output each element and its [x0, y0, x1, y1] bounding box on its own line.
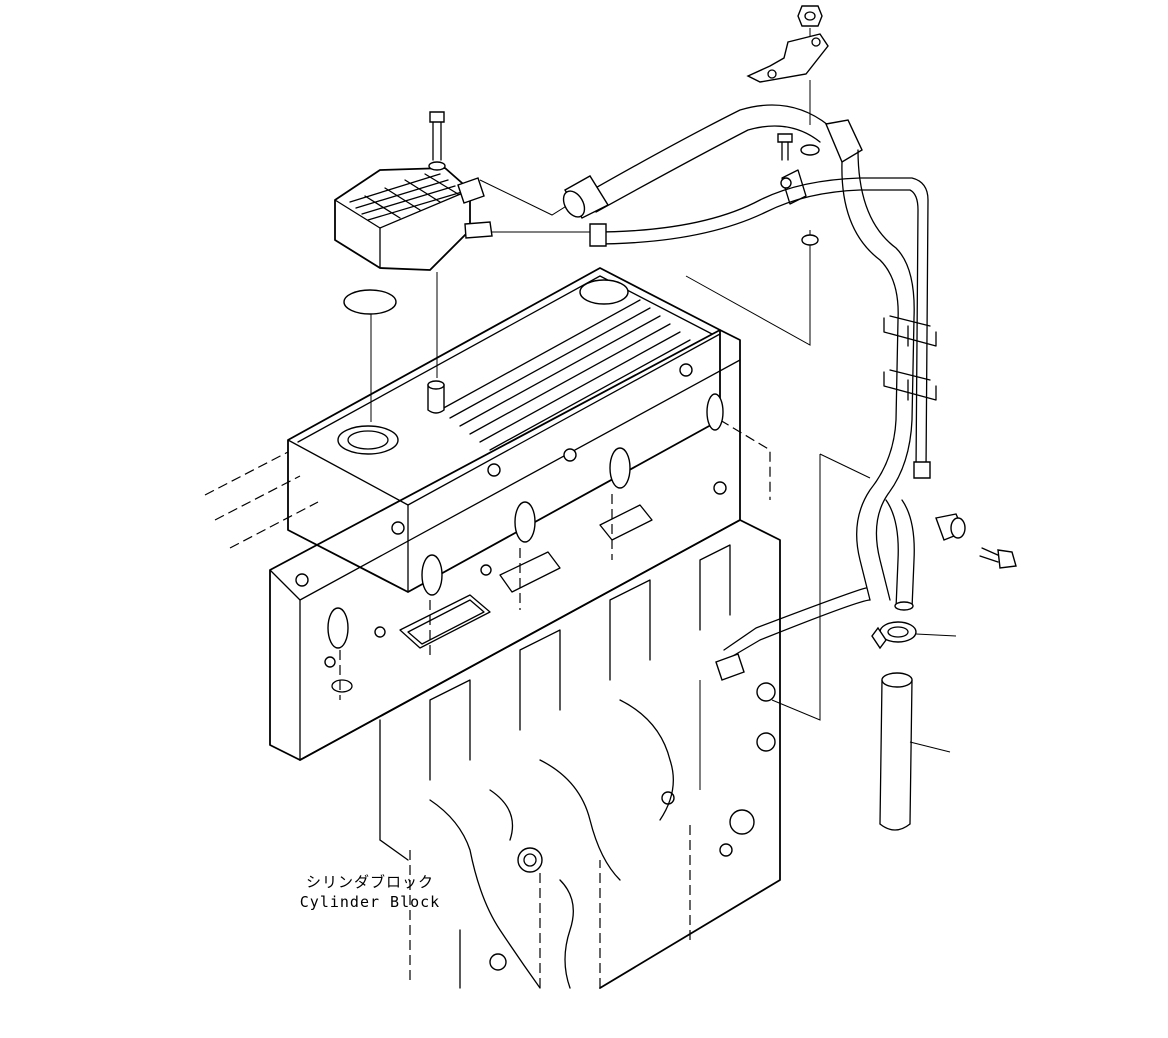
hose-clamp [871, 621, 957, 650]
cylinder-block-label: シリンダブロック Cylinder Block [290, 872, 450, 912]
washer-1 [800, 144, 820, 156]
pipe-clamps [883, 315, 937, 401]
small-pipe [589, 169, 931, 479]
straight-hose [879, 672, 951, 831]
label-en: Cylinder Block [299, 893, 441, 911]
spacer [935, 513, 966, 541]
bracket [746, 33, 829, 125]
bolt-small [777, 133, 793, 161]
lower-hose [699, 453, 915, 790]
label-jp: シリンダブロック [305, 873, 434, 891]
cylinder-block [299, 519, 781, 989]
washer-2 [801, 234, 819, 246]
breather-hose [562, 104, 915, 601]
seal-ring [343, 289, 397, 315]
cylinder-head [269, 329, 771, 761]
nut-top [797, 5, 823, 40]
breather-unit [334, 111, 593, 422]
valve-cover [204, 267, 721, 593]
bolt-right [979, 547, 1017, 569]
